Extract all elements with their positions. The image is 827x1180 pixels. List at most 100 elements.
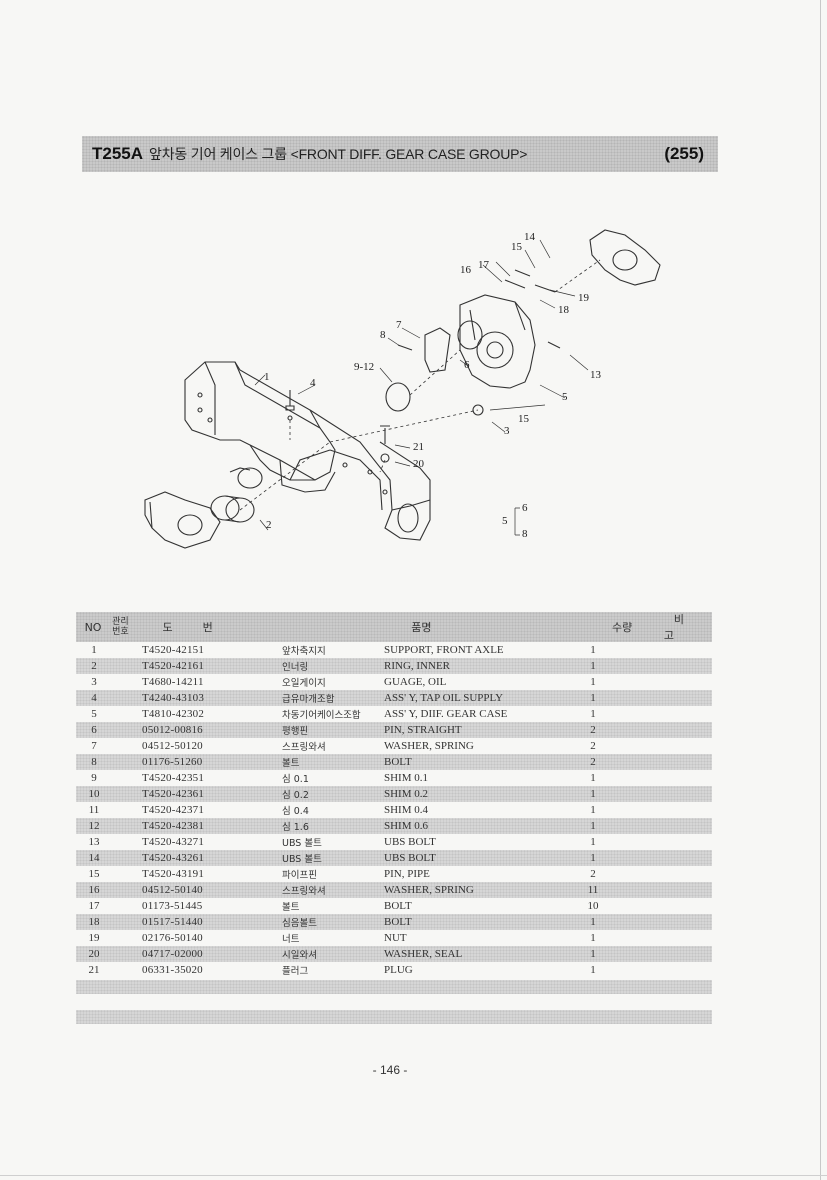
header-remark: 비고 bbox=[663, 613, 704, 642]
row-name-korean: UBS 볼트 bbox=[282, 854, 322, 865]
callout-labels: 1 2 3 4 5 6 7 8 9-12 13 14 15 16 17 18 1… bbox=[264, 231, 602, 540]
row-no: 13 bbox=[88, 836, 100, 848]
row-name-korean: 심 0.4 bbox=[282, 806, 309, 817]
row-name-english: SUPPORT, FRONT AXLE bbox=[384, 644, 504, 656]
callout-5: 5 bbox=[562, 391, 568, 403]
row-name-english: UBS BOLT bbox=[384, 836, 436, 848]
row-quantity: 1 bbox=[590, 660, 596, 672]
row-name-korean: 스프링와셔 bbox=[282, 742, 326, 753]
row-part-number: 04512-50140 bbox=[142, 884, 203, 896]
row-name-english: SHIM 0.2 bbox=[384, 788, 429, 800]
row-name-korean: 차동기어케이스조합 bbox=[282, 710, 361, 721]
row-part-number: T4520-42351 bbox=[142, 772, 205, 784]
callout-15-top: 15 bbox=[511, 241, 523, 253]
row-name-korean: 오일게이지 bbox=[282, 678, 326, 689]
row-name-korean: 심 1.6 bbox=[282, 822, 309, 833]
section-code: T255A bbox=[92, 144, 144, 163]
row-name-english: BOLT bbox=[384, 916, 412, 928]
row-part-number: 05012-00816 bbox=[142, 724, 203, 736]
row-part-number: 01517-51440 bbox=[142, 916, 203, 928]
row-part-number: 02176-50140 bbox=[142, 932, 203, 944]
row-part-number: T4520-42361 bbox=[142, 788, 205, 800]
legend-6: 6 bbox=[522, 502, 528, 514]
row-name-korean: 앞차축지지 bbox=[282, 646, 326, 657]
row-name-korean: 볼트 bbox=[282, 902, 300, 913]
row-name-english: BOLT bbox=[384, 900, 412, 912]
row-quantity: 1 bbox=[590, 964, 596, 976]
inner-ring-drawing bbox=[210, 495, 255, 523]
callout-17: 17 bbox=[478, 259, 490, 271]
row-name-english: RING, INNER bbox=[384, 660, 450, 672]
diff-gear-case-drawing bbox=[457, 294, 536, 389]
row-quantity: 1 bbox=[590, 836, 596, 848]
row-name-korean: 스프링와셔 bbox=[282, 886, 326, 897]
section-title-bar: T255A 앞차동 기어 케이스 그룹 <FRONT DIFF. GEAR CA… bbox=[82, 136, 718, 172]
row-quantity: 1 bbox=[590, 644, 596, 656]
section-page-ref: (255) bbox=[664, 144, 704, 163]
bolts-drawing bbox=[504, 269, 556, 293]
callout-16: 16 bbox=[460, 264, 472, 276]
front-axle-support-drawing bbox=[184, 361, 431, 541]
callout-2: 2 bbox=[266, 519, 272, 531]
row-part-number: T4520-42151 bbox=[142, 644, 205, 656]
row-quantity: 1 bbox=[590, 852, 596, 864]
row-part-number: T4520-42371 bbox=[142, 804, 205, 816]
tap-oil-supply-drawing bbox=[285, 390, 295, 411]
legend-8: 8 bbox=[522, 528, 528, 540]
row-name-english: WASHER, SEAL bbox=[384, 948, 463, 960]
row-no: 15 bbox=[88, 868, 100, 880]
bolt-drawing bbox=[397, 344, 413, 351]
row-quantity: 1 bbox=[590, 916, 596, 928]
row-quantity: 1 bbox=[590, 676, 596, 688]
header-no: NO bbox=[84, 620, 102, 634]
row-no: 9 bbox=[91, 772, 97, 784]
row-name-korean: 인너링 bbox=[282, 662, 309, 673]
page-edge bbox=[820, 0, 821, 1180]
row-no: 10 bbox=[88, 788, 100, 800]
legend-5: 5 bbox=[502, 515, 508, 527]
row-part-number: 06331-35020 bbox=[142, 964, 203, 976]
row-no: 2 bbox=[91, 660, 97, 672]
plate-drawing bbox=[424, 327, 451, 373]
row-part-number: T4810-42302 bbox=[142, 708, 205, 720]
row-name-english: BOLT bbox=[384, 756, 412, 768]
row-no: 17 bbox=[88, 900, 100, 912]
row-part-number: T4520-43261 bbox=[142, 852, 205, 864]
row-no: 19 bbox=[88, 932, 100, 944]
row-quantity: 1 bbox=[590, 804, 596, 816]
row-name-korean: UBS 볼트 bbox=[282, 838, 322, 849]
row-name-korean: 심 0.1 bbox=[282, 774, 309, 785]
header-drawing-no: 도번 bbox=[162, 621, 243, 634]
ubs-bolt-drawing bbox=[547, 341, 561, 349]
row-no: 16 bbox=[88, 884, 100, 896]
row-no: 1 bbox=[91, 644, 97, 656]
row-name-english: SHIM 0.4 bbox=[384, 804, 429, 816]
row-quantity: 1 bbox=[590, 820, 596, 832]
row-quantity: 1 bbox=[590, 772, 596, 784]
row-name-korean: 급유마개조합 bbox=[282, 694, 335, 705]
row-name-korean: 평행핀 bbox=[282, 726, 309, 737]
washer-drawing bbox=[287, 415, 293, 421]
leader-lines bbox=[254, 239, 589, 536]
exploded-parts-diagram: 1 2 3 4 5 6 7 8 9-12 13 14 15 16 17 18 1… bbox=[144, 229, 661, 549]
row-name-korean: 파이프핀 bbox=[282, 870, 317, 881]
row-part-number: T4240-43103 bbox=[142, 692, 205, 704]
callout-4: 4 bbox=[310, 377, 316, 389]
row-part-number: T4520-43191 bbox=[142, 868, 205, 880]
row-name-korean: 심음볼트 bbox=[282, 918, 317, 929]
row-no: 3 bbox=[91, 676, 97, 688]
header-qty: 수량 bbox=[612, 621, 633, 634]
row-no: 18 bbox=[88, 916, 100, 928]
table-row: 1 T4520-42151 앞차축지지 SUPPORT, FRONT AXLE 1 bbox=[76, 642, 712, 658]
row-no: 12 bbox=[88, 820, 100, 832]
